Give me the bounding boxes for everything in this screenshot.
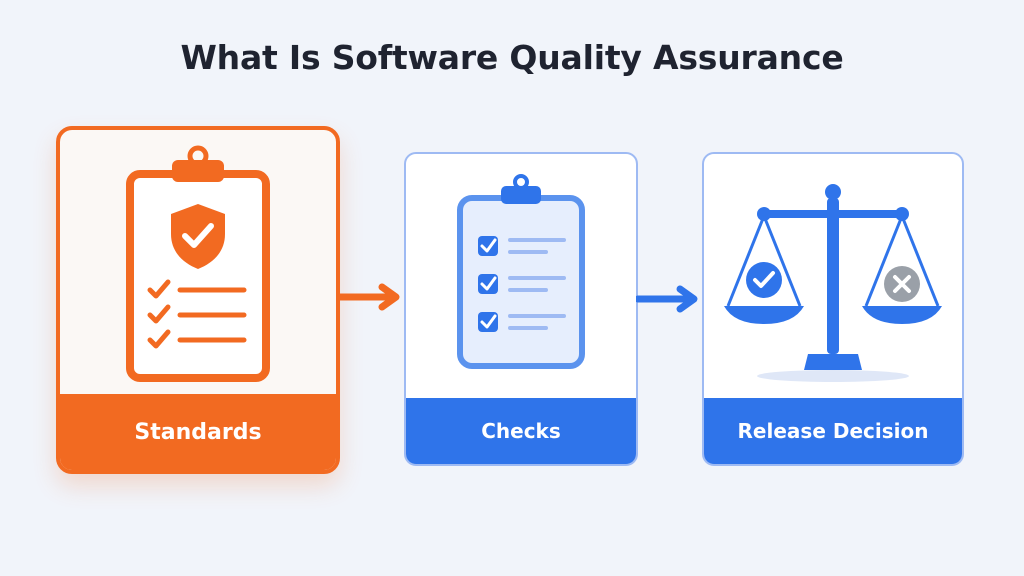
shield-clipboard-icon (126, 145, 270, 382)
release-illustration (704, 154, 962, 398)
arrow-right-icon (338, 283, 400, 311)
standards-card: Standards (56, 126, 340, 474)
page-title: What Is Software Quality Assurance (180, 38, 844, 77)
arrow-right-icon (636, 285, 698, 313)
checks-label: Checks (406, 398, 636, 464)
balance-scale-icon (724, 184, 942, 382)
checks-illustration (406, 154, 636, 398)
standards-illustration (60, 130, 336, 394)
release-decision-card: Release Decision (702, 152, 964, 466)
standards-label: Standards (60, 394, 336, 470)
checks-card: Checks (404, 152, 638, 466)
checklist-clipboard-icon (457, 174, 585, 369)
release-decision-label: Release Decision (704, 398, 962, 464)
